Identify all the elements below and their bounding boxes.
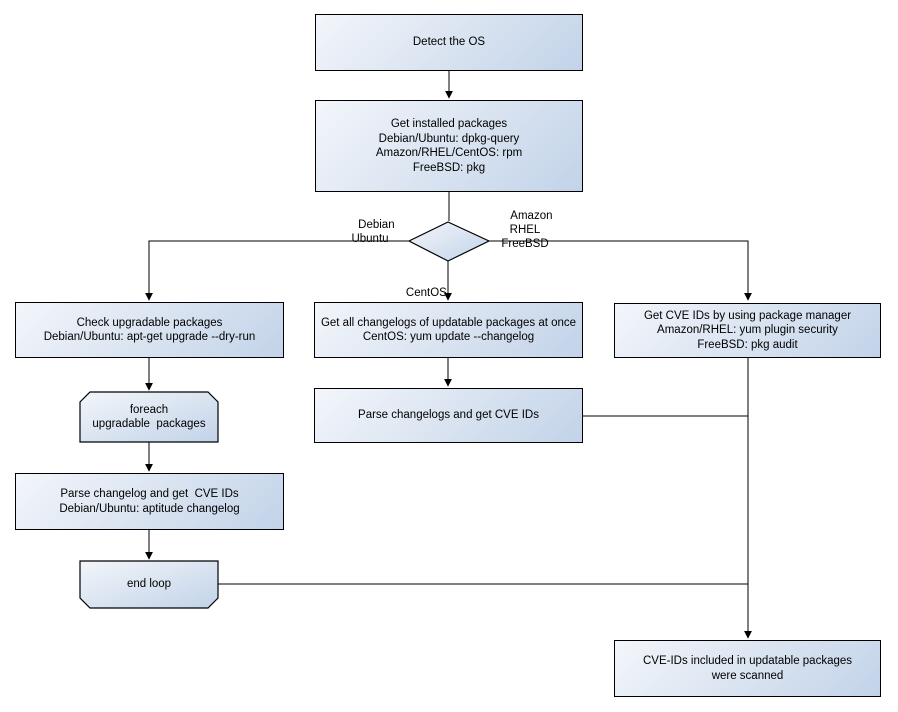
node-get-installed-packages-label: Get installed packages Debian/Ubuntu: dp… xyxy=(375,118,523,174)
node-parse-changelog-debian-label: Parse changelog and get CVE IDs Debian/U… xyxy=(59,488,240,515)
edge-label-debian-ubuntu: Debian Ubuntu xyxy=(351,219,395,245)
end-loop-label: end loop xyxy=(126,578,172,591)
node-result-scanned-label: CVE-IDs included in updatable packages w… xyxy=(642,655,853,682)
end-loop-shape xyxy=(79,560,219,609)
node-detect-os-label: Detect the OS xyxy=(412,36,486,49)
foreach-loop-label: foreach upgradable packages xyxy=(92,403,206,431)
node-result-scanned: CVE-IDs included in updatable packages w… xyxy=(614,640,881,697)
node-parse-changelogs-centos-label: Parse changelogs and get CVE IDs xyxy=(358,409,539,422)
node-get-cve-package-manager: Get CVE IDs by using package manager Ama… xyxy=(614,303,881,358)
node-get-all-changelogs-label: Get all changelogs of updatable packages… xyxy=(320,316,577,344)
node-get-all-changelogs: Get all changelogs of updatable packages… xyxy=(314,302,583,358)
node-detect-os: Detect the OS xyxy=(315,14,583,71)
node-get-installed-packages: Get installed packages Debian/Ubuntu: dp… xyxy=(315,100,583,192)
node-parse-changelogs-centos: Parse changelogs and get CVE IDs xyxy=(314,388,583,443)
node-check-upgradable-packages-label: Check upgradable packages Debian/Ubuntu:… xyxy=(43,316,256,344)
foreach-loop-shape xyxy=(79,391,219,443)
node-check-upgradable-packages: Check upgradable packages Debian/Ubuntu:… xyxy=(15,302,284,358)
os-decision-diamond xyxy=(407,221,491,262)
node-get-cve-package-manager-label: Get CVE IDs by using package manager Ama… xyxy=(643,309,852,351)
node-parse-changelog-debian: Parse changelog and get CVE IDs Debian/U… xyxy=(15,473,284,530)
edge-label-centos: CentOS xyxy=(405,287,447,299)
edge-label-amazon-rhel-freebsd: Amazon RHEL FreeBSD xyxy=(501,210,553,250)
